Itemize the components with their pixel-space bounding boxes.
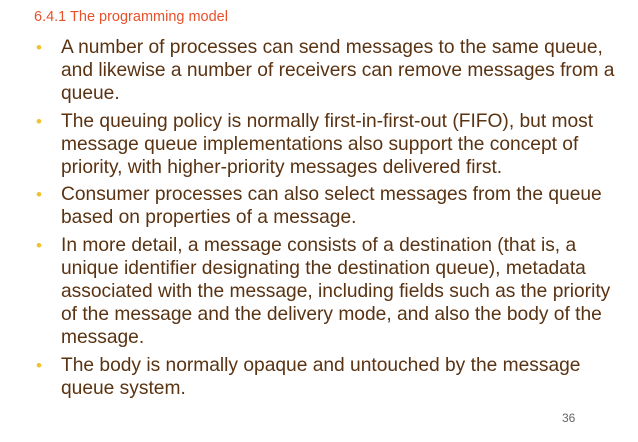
bullet-dot-icon: • bbox=[36, 235, 42, 255]
bullet-item: • A number of processes can send message… bbox=[34, 36, 619, 106]
bullet-item: • In more detail, a message consists of … bbox=[34, 234, 619, 350]
bullet-dot-icon: • bbox=[36, 355, 42, 375]
bullet-dot-icon: • bbox=[36, 38, 42, 57]
bullet-text: A number of processes can send messages … bbox=[61, 37, 615, 105]
bullet-item: • The queuing policy is normally first-i… bbox=[34, 110, 619, 180]
bullet-dot-icon: • bbox=[36, 185, 42, 205]
bullet-list: • A number of processes can send message… bbox=[34, 36, 619, 404]
bullet-text: The body is normally opaque and untouche… bbox=[61, 354, 581, 399]
bullet-text: In more detail, a message consists of a … bbox=[61, 234, 611, 349]
bullet-item: • Consumer processes can also select mes… bbox=[34, 183, 619, 229]
bullet-text: The queuing policy is normally first-in-… bbox=[61, 110, 594, 179]
slide-title: 6.4.1 The programming model bbox=[34, 9, 228, 25]
bullet-dot-icon: • bbox=[36, 111, 42, 131]
bullet-item: • The body is normally opaque and untouc… bbox=[34, 354, 619, 400]
bullet-text: Consumer processes can also select messa… bbox=[61, 184, 602, 229]
page-number: 36 bbox=[562, 411, 576, 425]
